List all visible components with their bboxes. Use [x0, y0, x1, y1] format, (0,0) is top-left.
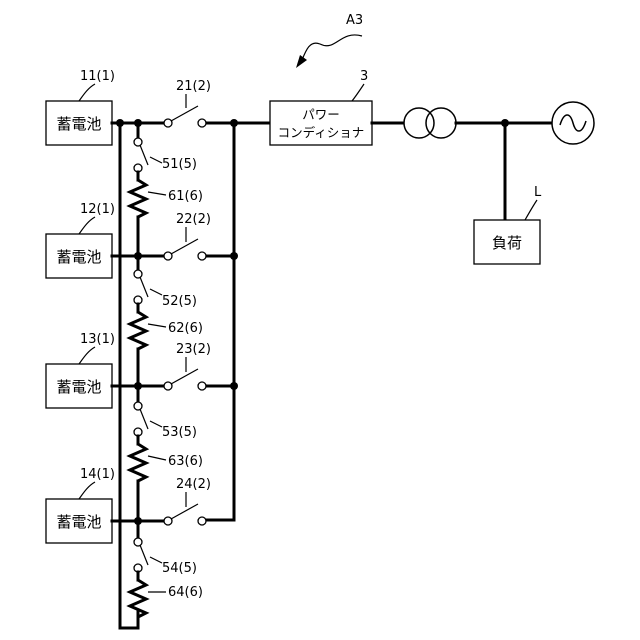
leader-load [525, 200, 537, 220]
main-switch-ref-3: 23(2) [176, 342, 211, 357]
bypass-branch-2: 52(5) 62(6) [130, 256, 203, 386]
leader-battery-2 [79, 217, 95, 234]
power-conditioner: パワー コンディショナ 3 [270, 69, 372, 145]
main-switch-ref-2: 22(2) [176, 212, 211, 227]
power-conditioner-line2: コンディショナ [278, 125, 365, 140]
bypass-branch-1: 51(5) 61(6) [130, 123, 203, 256]
load-label: 負荷 [492, 234, 522, 252]
leader-bypass-4 [150, 557, 162, 563]
battery-label-2: 蓄電池 [56, 248, 101, 266]
leader-bypass-2 [150, 289, 162, 295]
resistor-ref-1: 61(6) [168, 189, 203, 204]
battery-ref-4: 14(1) [80, 467, 115, 482]
battery-label-4: 蓄電池 [56, 513, 101, 531]
main-switch-ref-4: 24(2) [176, 477, 211, 492]
leader-bypass-3 [150, 421, 162, 427]
power-conditioner-line1: パワー [302, 107, 340, 122]
main-switch-ref-1: 21(2) [176, 79, 211, 94]
figure-label: A3 [346, 13, 363, 28]
battery-ref-2: 12(1) [80, 202, 115, 217]
battery-label-1: 蓄電池 [56, 115, 101, 133]
leader-resistor-1 [148, 192, 166, 195]
leader-resistor-2 [148, 324, 166, 327]
leader-battery-4 [79, 482, 95, 499]
leader-resistor-3 [148, 456, 166, 460]
leader-battery-1 [79, 84, 95, 101]
load: 負荷 L [474, 185, 542, 264]
battery-ref-3: 13(1) [80, 332, 115, 347]
figure-arrow [302, 35, 362, 60]
load-ref: L [534, 185, 542, 200]
leader-bypass-1 [150, 157, 162, 163]
ac-source-symbol [552, 102, 594, 144]
bypass-switch-ref-3: 53(5) [162, 425, 197, 440]
collector-right [207, 122, 234, 520]
main-switch-2: 22(2) [164, 212, 211, 260]
figure-arrowhead [296, 55, 307, 68]
battery-unit-4: 蓄電池 14(1) [46, 467, 166, 543]
bypass-branch-4: 54(5) 64(6) [130, 521, 203, 617]
resistor-ref-3: 63(6) [168, 454, 203, 469]
bypass-switch-ref-2: 52(5) [162, 294, 197, 309]
battery-ref-1: 11(1) [80, 69, 115, 84]
resistor-ref-2: 62(6) [168, 321, 203, 336]
bus-left-loop [120, 122, 138, 628]
resistor-ref-4: 64(6) [168, 585, 203, 600]
leader-power-conditioner [352, 84, 364, 101]
transformer-symbol [404, 108, 456, 138]
main-switch-1: 21(2) [164, 79, 211, 127]
main-switch-4: 24(2) [164, 477, 211, 525]
power-conditioner-ref: 3 [360, 69, 368, 84]
bypass-switch-ref-1: 51(5) [162, 157, 197, 172]
leader-battery-3 [79, 347, 95, 364]
battery-label-3: 蓄電池 [56, 378, 101, 396]
bypass-switch-ref-4: 54(5) [162, 561, 197, 576]
bypass-branch-3: 53(5) 63(6) [130, 386, 203, 521]
main-switch-3: 23(2) [164, 342, 211, 390]
